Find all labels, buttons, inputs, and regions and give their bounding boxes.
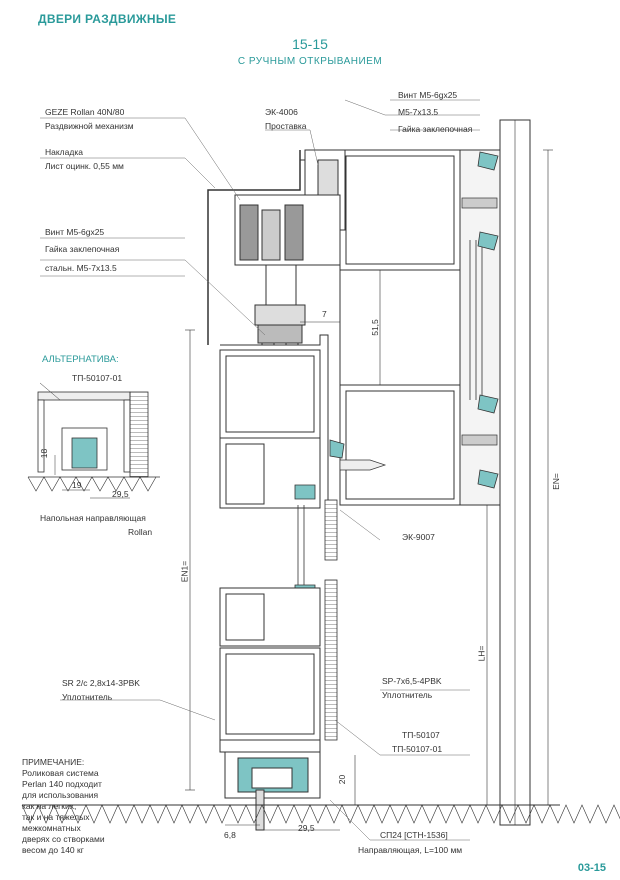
label-sp-seal: SP-7x6,5-4PBK <box>382 676 442 686</box>
brush-strip-lower <box>324 579 338 741</box>
dim-6-8: 6,8 <box>224 830 236 840</box>
cover-plate <box>207 150 301 345</box>
dim-lh: LH= <box>476 645 487 662</box>
dim-en1: EN1= <box>179 560 190 583</box>
alternative-caption-brand: Rollan <box>128 527 153 537</box>
note-title: ПРИМЕЧАНИЕ: <box>22 757 85 767</box>
note-line: так и на тяжелых <box>22 812 90 822</box>
alternative-detail <box>27 382 160 499</box>
label-cover-sheet: Лист оцинк. 0,55 мм <box>45 161 124 171</box>
label-geze-model: GEZE Rollan 40N/80 <box>45 107 125 117</box>
floor <box>21 804 620 824</box>
page-number: 03-15 <box>577 862 606 874</box>
label-spacer: Проставка <box>265 121 307 131</box>
label-tp-50107: ТП-50107 <box>402 730 440 740</box>
alternative-title: АЛЬТЕРНАТИВА: <box>42 354 119 365</box>
lower-glass <box>297 505 305 585</box>
dim-en: EN= <box>550 473 561 490</box>
label-sr-seal-desc: Уплотнитель <box>62 692 113 702</box>
note-line: межкомнатных <box>22 823 81 833</box>
alt-dim-29-5: 29,5 <box>112 489 129 499</box>
door-top-profile <box>219 334 329 509</box>
alternative-part: ТП-50107-01 <box>72 373 123 383</box>
label-guide: Направляющая, L=100 мм <box>358 845 463 855</box>
label-ek4006: ЭК-4006 <box>265 107 298 117</box>
label-screw-left: Винт М5-6gx25 <box>45 227 105 237</box>
note-line: Perlan 140 подходит <box>22 779 102 789</box>
note-line: как на легких, <box>22 801 77 811</box>
brush-strip <box>324 499 338 561</box>
dim-29-5: 29,5 <box>298 823 315 833</box>
alt-dim-18: 18 <box>39 448 50 459</box>
label-geze-desc: Раздвижной механизм <box>45 121 134 131</box>
label-screw-right: Винт М5-6gx25 <box>398 90 458 100</box>
alt-dim-19: 19 <box>72 480 82 490</box>
upper-seals <box>477 151 499 489</box>
label-cover: Накладка <box>45 147 83 157</box>
label-nut-size-right: М5-7x13.5 <box>398 107 439 117</box>
dim-20: 20 <box>337 774 348 785</box>
note-line: Роликовая система <box>22 768 99 778</box>
leader-lines <box>40 99 480 841</box>
note-line: для использования <box>22 790 99 800</box>
dim-51-5: 51,5 <box>369 319 380 336</box>
note-line: дверях со створками <box>22 834 105 844</box>
note-line: весом до 140 кг <box>22 845 84 855</box>
sheet-code: 15-15 <box>292 36 328 52</box>
note-block: ПРИМЕЧАНИЕ: Роликовая система Perlan 140… <box>22 757 132 856</box>
label-sp24: СП24 [СТН-1536] <box>380 830 448 840</box>
floor-guide <box>224 751 321 831</box>
screws-upper <box>339 197 498 471</box>
roller-mechanism <box>234 149 346 374</box>
label-sr-seal: SR 2/c 2,8x14-3PBK <box>62 678 140 688</box>
label-ek9007: ЭК-9007 <box>402 532 435 542</box>
upper-glass <box>469 240 483 400</box>
label-rivet-nut-left: Гайка заклепочная <box>45 244 120 254</box>
label-steel-nut: стальн. М5-7x13.5 <box>45 263 117 273</box>
top-frame-profile <box>339 149 501 506</box>
dim-7: 7 <box>322 309 327 319</box>
page-title: ДВЕРИ РАЗДВИЖНЫЕ <box>38 12 177 26</box>
alternative-caption: Напольная направляющая <box>40 513 146 523</box>
dimension-lines <box>185 149 553 831</box>
door-bottom-profile <box>219 587 321 753</box>
label-tp-50107-01: ТП-50107-01 <box>392 744 443 754</box>
sheet-subtitle: С РУЧНЫМ ОТКРЫВАНИЕМ <box>237 56 383 67</box>
label-sp-seal-desc: Уплотнитель <box>382 690 433 700</box>
label-rivet-nut-right: Гайка заклепочная <box>398 124 473 134</box>
